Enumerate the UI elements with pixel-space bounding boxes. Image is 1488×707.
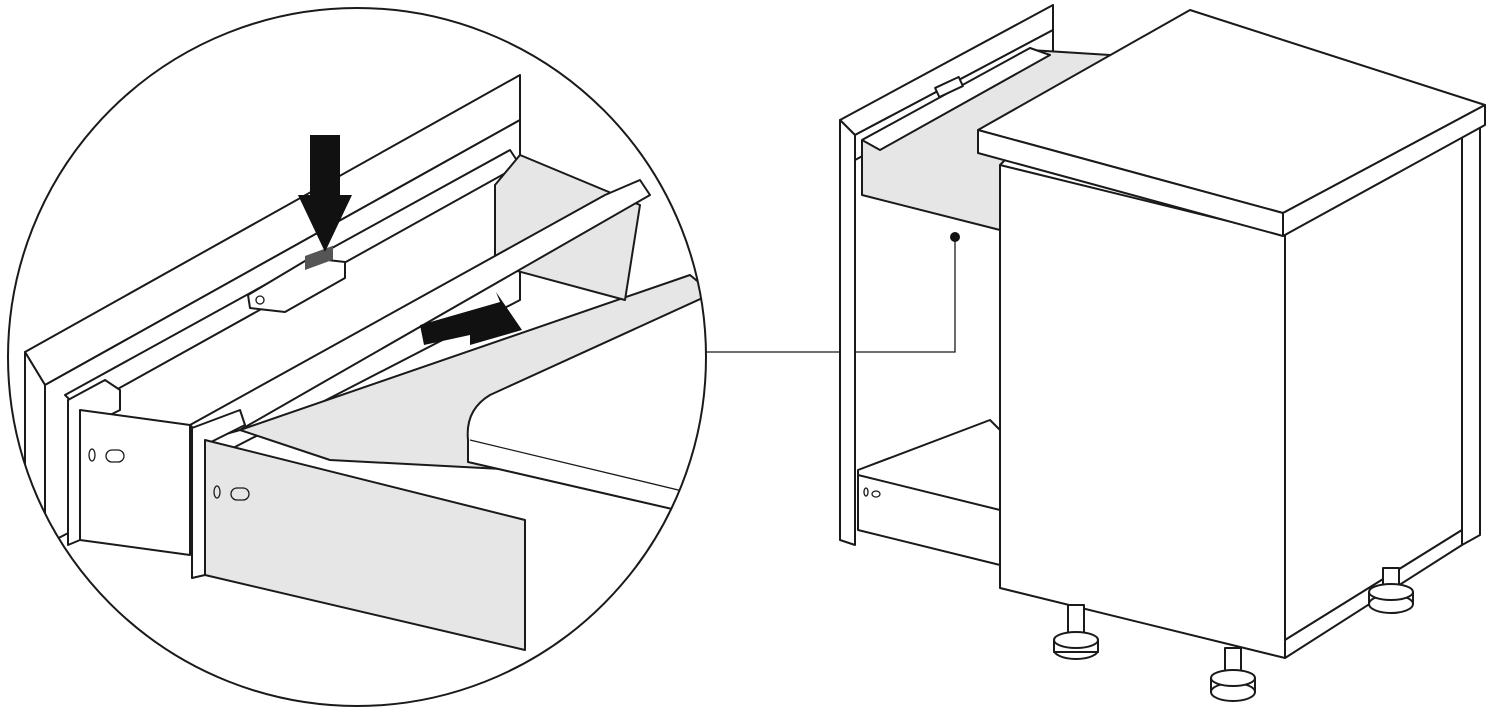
detail-circle-outline — [7, 7, 707, 707]
base-cabinet — [839, 4, 1486, 702]
callout-leader-line — [706, 237, 956, 353]
pull-out-arrow-icon — [420, 292, 522, 345]
cabinet-legs — [1053, 567, 1414, 702]
worktop-edge — [466, 289, 706, 521]
drawer-side-panel — [189, 179, 651, 651]
release-clip — [247, 245, 346, 313]
callout-dot — [950, 232, 960, 242]
detail-magnifier — [8, 8, 706, 706]
press-down-arrow-icon — [298, 135, 352, 252]
drawer-front — [999, 164, 1286, 659]
